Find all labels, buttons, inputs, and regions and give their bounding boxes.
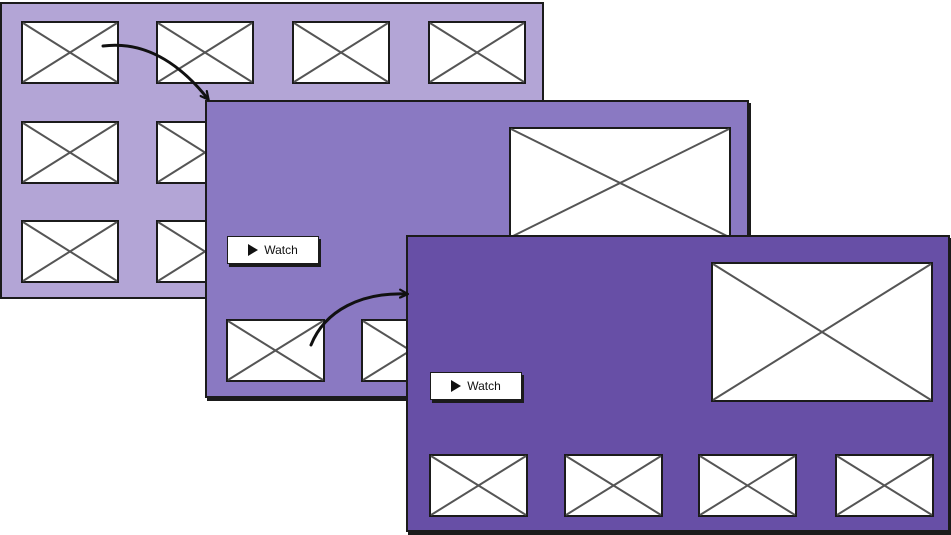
image-placeholder-icon (509, 127, 731, 239)
image-placeholder-icon[interactable] (835, 454, 934, 517)
screen-3-detail: Watch (406, 235, 950, 532)
image-placeholder-icon[interactable] (564, 454, 663, 517)
watch-button[interactable]: Watch (227, 236, 319, 264)
image-placeholder-icon[interactable] (428, 21, 526, 84)
image-placeholder-icon[interactable] (292, 21, 390, 84)
play-icon (451, 380, 462, 392)
image-placeholder-icon[interactable] (226, 319, 325, 382)
image-placeholder-icon[interactable] (698, 454, 797, 517)
play-icon (248, 244, 259, 256)
image-placeholder-icon[interactable] (21, 21, 119, 84)
image-placeholder-icon[interactable] (21, 220, 119, 283)
watch-button[interactable]: Watch (430, 372, 522, 400)
image-placeholder-icon (711, 262, 933, 402)
watch-button-label: Watch (264, 243, 298, 257)
image-placeholder-icon[interactable] (429, 454, 528, 517)
image-placeholder-icon[interactable] (156, 21, 254, 84)
watch-button-label: Watch (467, 379, 501, 393)
image-placeholder-icon[interactable] (21, 121, 119, 184)
